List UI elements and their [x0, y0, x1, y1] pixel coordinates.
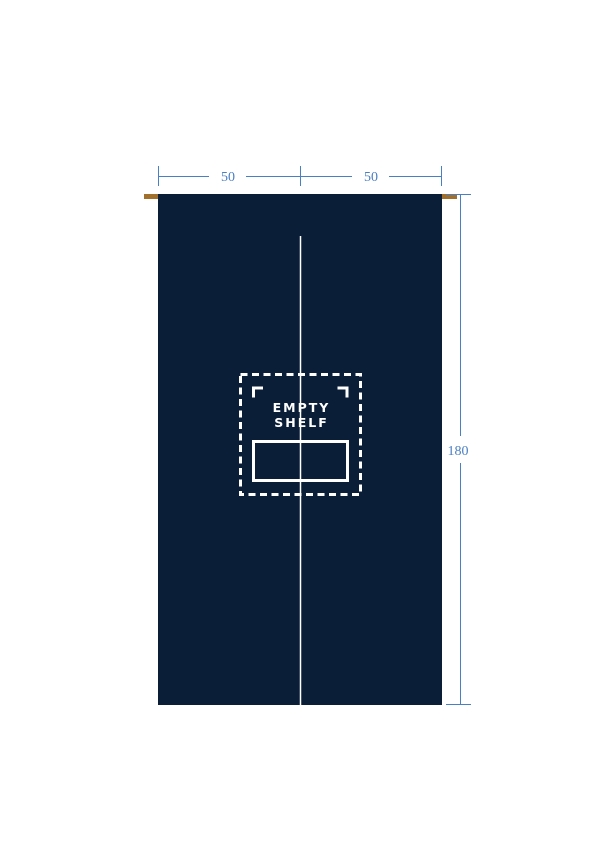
logo-inner-box	[252, 440, 349, 482]
height-label: 180	[448, 444, 469, 459]
logo-dashed-frame	[239, 373, 362, 496]
logo-corner-right-bracket	[337, 386, 349, 398]
logo-text-line1: EMPTY	[273, 400, 331, 415]
logo-text-line2: SHELF	[274, 415, 329, 430]
width-dimension: 50 50	[158, 166, 442, 186]
width-left-label: 50	[221, 170, 235, 185]
height-dimension: 180	[446, 194, 471, 705]
logo-corner-left-bracket	[252, 386, 263, 398]
logo: EMPTY SHELF	[239, 373, 362, 496]
width-right-label: 50	[364, 170, 378, 185]
